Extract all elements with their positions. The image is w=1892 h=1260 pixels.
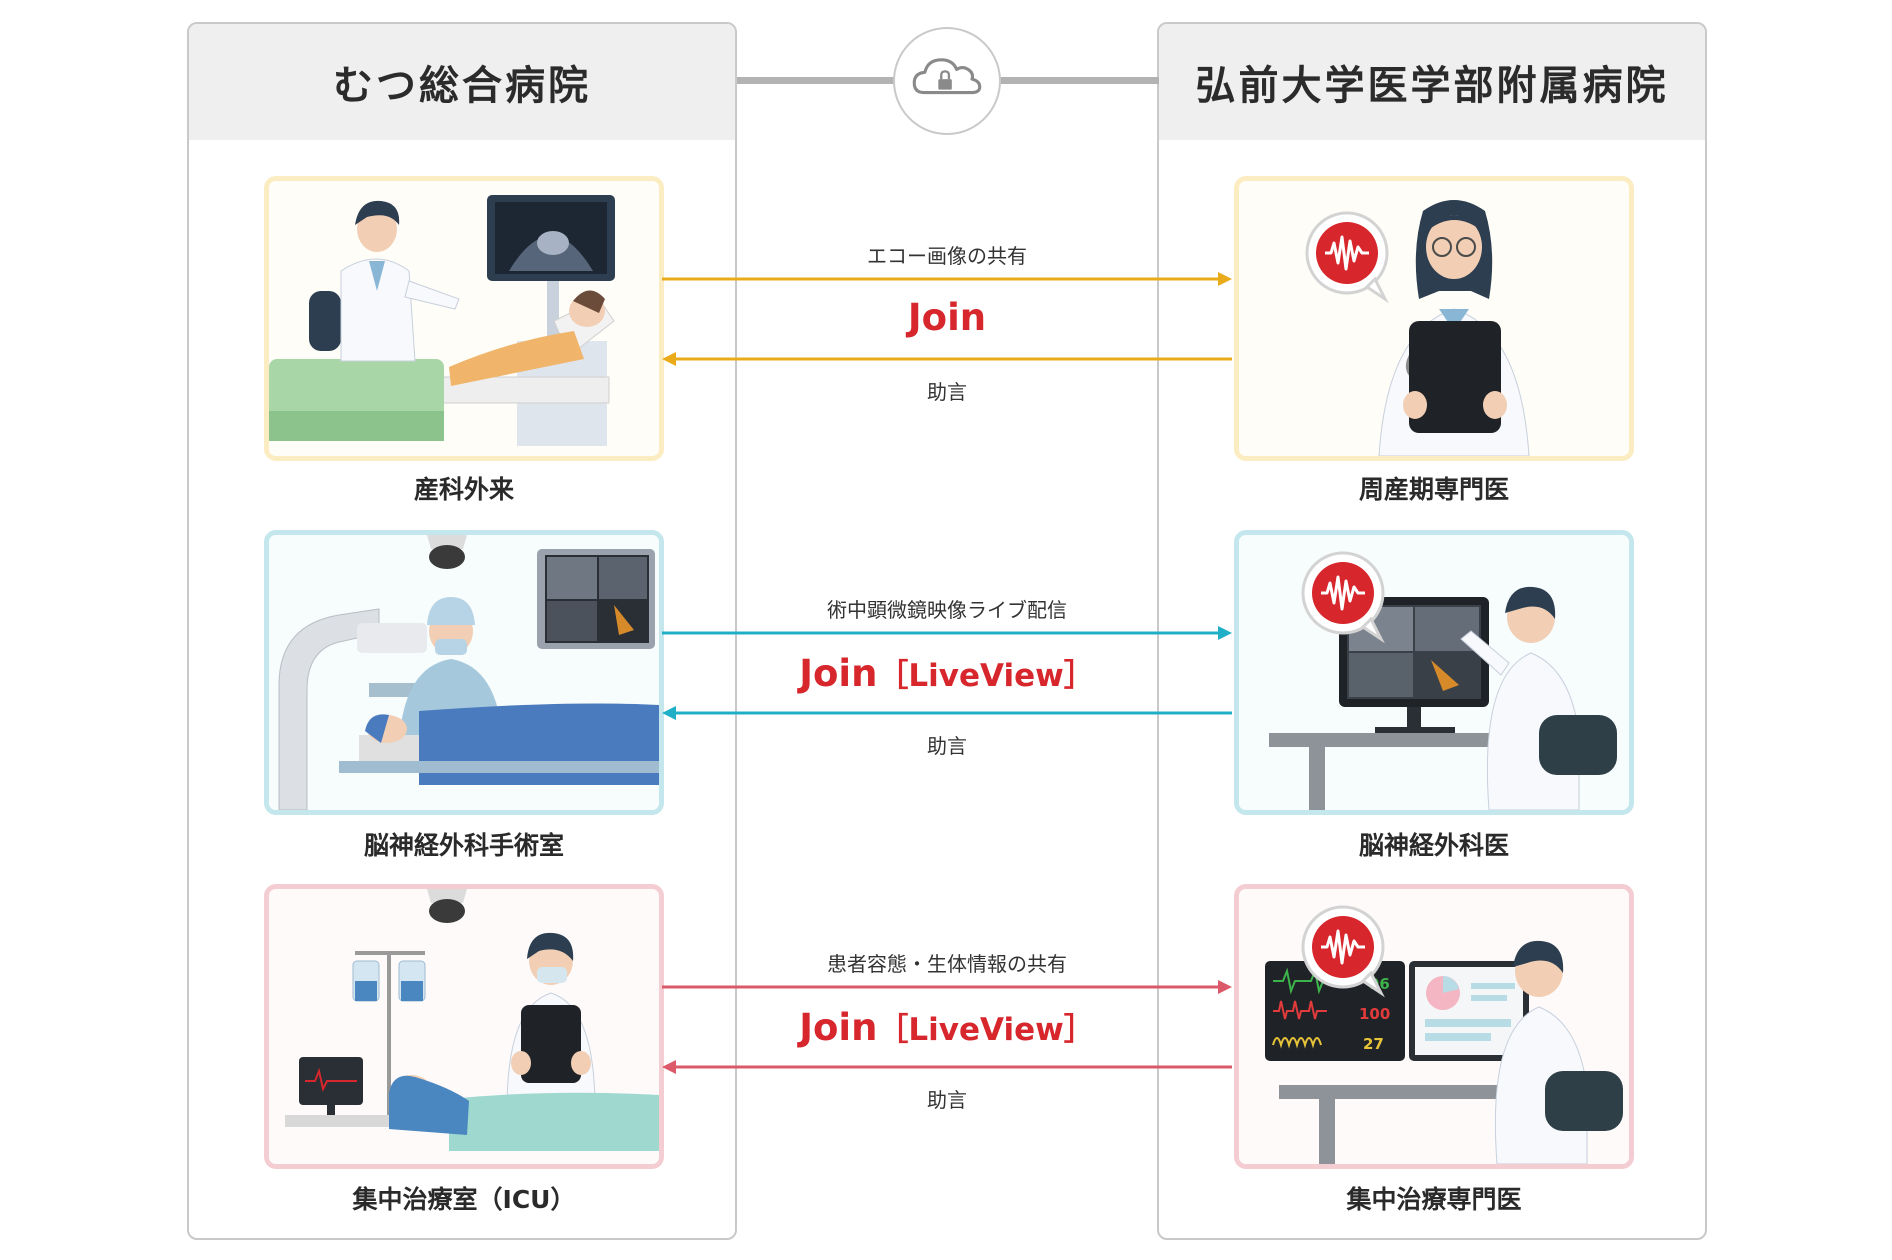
card-obstetrics-outpatient [264,176,664,461]
card-icu [264,884,664,1169]
arrow-vitals-to-right [662,977,1232,997]
caption-icu: 集中治療室（ICU） [352,1185,576,1214]
card-neurosurgery-or [264,530,664,815]
monitor-value-3: 27 [1363,1035,1384,1053]
arrow-live-to-right [662,623,1232,643]
arrow-advice-to-left [662,703,1232,723]
join-label-neurosurgery: Join［LiveView］ [700,650,1194,695]
join-word: Join [799,652,878,695]
flow-label-advice: 助言 [927,380,967,404]
join-suffix: ［LiveView］ [877,1012,1095,1048]
flow-label-microscope-live: 術中顕微鏡映像ライブ配信 [827,598,1067,622]
flow-label-vitals-sharing: 患者容態・生体情報の共有 [827,952,1067,976]
cloud-lock-icon [893,27,1001,135]
caption-neurosurgery-or: 脳神経外科手術室 [363,831,564,860]
sound-wave-badge-icon [1301,905,1385,998]
join-word: Join [799,1006,878,1049]
flow-label-advice: 助言 [927,734,967,758]
card-perinatal-specialist [1234,176,1634,461]
flow-label-echo-sharing: エコー画像の共有 [867,244,1027,268]
card-intensivist: 96 100 27 [1234,884,1634,1169]
right-hospital-title: 弘前大学医学部附属病院 [1159,24,1705,140]
join-label-icu: Join［LiveView］ [700,1004,1194,1049]
arrow-advice-to-left [662,1057,1232,1077]
monitor-value-2: 100 [1359,1005,1390,1023]
flow-label-advice: 助言 [927,1088,967,1112]
caption-intensivist: 集中治療専門医 [1346,1185,1522,1214]
caption-perinatal-specialist: 周産期専門医 [1358,475,1509,504]
caption-neurosurgeon: 脳神経外科医 [1358,831,1509,860]
sound-wave-badge-icon [1305,211,1389,304]
sound-wave-badge-icon [1301,551,1385,644]
connector-line-left [737,77,895,84]
arrow-advice-to-left [662,349,1232,369]
caption-obstetrics-outpatient: 産科外来 [413,475,514,504]
join-label-obstetrics: Join [700,296,1194,339]
arrow-echo-to-right [662,269,1232,289]
join-word: Join [907,296,987,339]
join-suffix: ［LiveView］ [877,658,1095,694]
left-hospital-title: むつ総合病院 [189,24,735,140]
connector-line-right [999,77,1159,84]
card-neurosurgeon [1234,530,1634,815]
